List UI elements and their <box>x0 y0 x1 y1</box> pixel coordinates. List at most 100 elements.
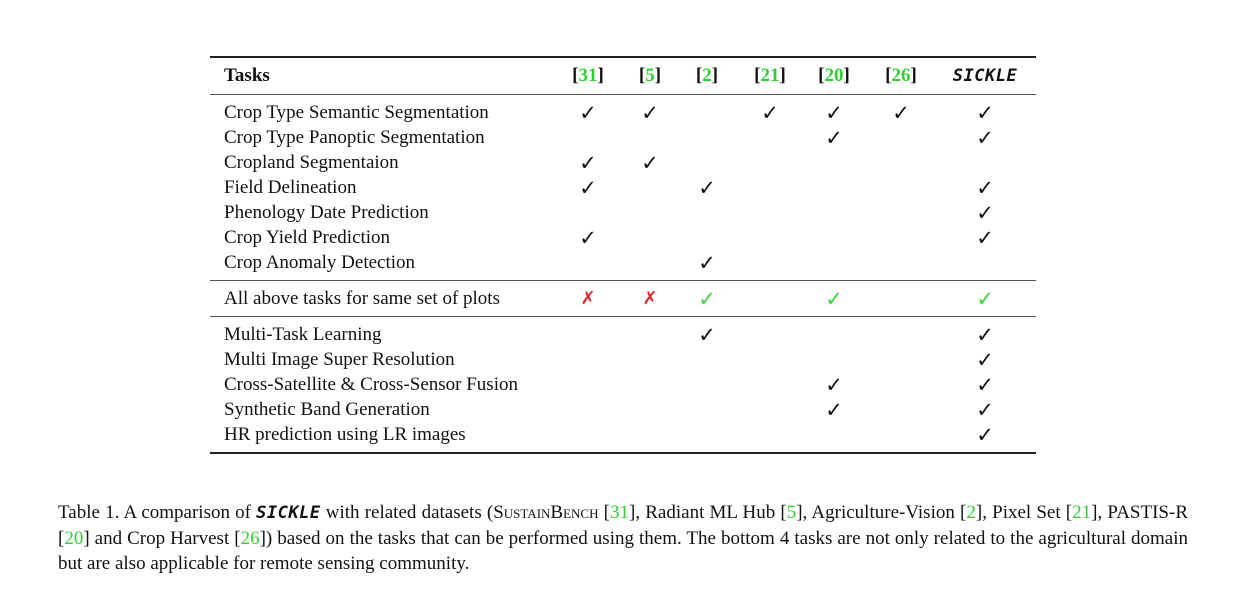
caption-ref-21[interactable]: 21 <box>1072 502 1092 523</box>
bracket-open: [ <box>885 65 892 86</box>
check-icon: ✓ <box>892 100 910 125</box>
bracket-close: ] <box>597 65 604 86</box>
bracket-open: [ <box>818 65 825 86</box>
table-row: Synthetic Band Generation✓✓ <box>210 397 1036 422</box>
check-icon: ✓ <box>579 100 597 125</box>
check-icon: ✓ <box>579 175 597 200</box>
header-sickle: SICKLE <box>935 58 1035 94</box>
table-row: Cropland Segmentaion✓✓ <box>210 150 1036 175</box>
ref-number[interactable]: 26 <box>891 65 911 86</box>
mark-cell: ✓ <box>750 100 790 125</box>
mark-cell: ✓ <box>965 422 1005 447</box>
table-row: Multi Image Super Resolution ✓ <box>210 347 1036 372</box>
mark-cell: ✗ <box>568 286 608 311</box>
caption-ref-20[interactable]: 20 <box>64 528 84 549</box>
table-row: Phenology Date Prediction ✓ <box>210 200 1036 225</box>
comparison-table: Tasks [31][5][2][21][20][26]SICKLE Crop … <box>210 56 1036 454</box>
mark-cell: ✓ <box>965 372 1005 397</box>
check-icon: ✓ <box>976 322 994 347</box>
header-ref-4: [20] <box>804 58 864 94</box>
check-icon: ✓ <box>698 175 716 200</box>
task-name: Multi-Task Learning <box>224 323 382 345</box>
table-row: Crop Type Panoptic Segmentation✓✓ <box>210 125 1036 150</box>
check-icon: ✓ <box>698 322 716 347</box>
mark-cell: ✓ <box>568 175 608 200</box>
ref-number[interactable]: 5 <box>645 65 655 86</box>
cross-icon: ✗ <box>580 288 596 309</box>
bracket-close: ] <box>654 65 662 86</box>
check-icon: ✓ <box>579 150 597 175</box>
table-body: Crop Type Semantic Segmentation✓✓✓✓✓✓Cro… <box>210 95 1036 452</box>
ref-number[interactable]: 2 <box>702 65 712 86</box>
check-icon: ✓ <box>976 422 994 447</box>
mark-cell: ✓ <box>965 200 1005 225</box>
mark-cell: ✓ <box>687 286 727 311</box>
caption-ref-31[interactable]: 31 <box>610 502 629 523</box>
task-name: Crop Type Panoptic Segmentation <box>224 126 485 148</box>
bracket-open: [ <box>754 65 761 86</box>
task-name: Crop Anomaly Detection <box>224 251 416 273</box>
group-rule <box>210 280 1036 281</box>
check-icon: ✓ <box>976 347 994 372</box>
mark-cell: ✓ <box>630 150 670 175</box>
check-icon: ✓ <box>976 200 994 225</box>
task-name: Crop Yield Prediction <box>224 226 391 248</box>
table-row: Cross-Satellite & Cross-Sensor Fusion✓✓ <box>210 372 1036 397</box>
mark-cell: ✓ <box>814 372 854 397</box>
header-rule <box>210 94 1036 95</box>
top-rule <box>210 56 1036 58</box>
caption-ref-2[interactable]: 2 <box>966 502 976 523</box>
mark-cell: ✓ <box>814 100 854 125</box>
check-icon: ✓ <box>825 286 843 311</box>
cross-icon: ✗ <box>642 288 658 309</box>
bracket-close: ] <box>711 65 719 86</box>
header-ref-2: [2] <box>677 58 737 94</box>
caption-text-6: ], Pixel Set [ <box>975 502 1073 523</box>
mark-cell: ✓ <box>687 322 727 347</box>
mark-cell: ✓ <box>965 347 1005 372</box>
mark-cell: ✓ <box>630 100 670 125</box>
mark-cell: ✓ <box>568 225 608 250</box>
check-icon: ✓ <box>976 125 994 150</box>
check-icon: ✓ <box>761 100 779 125</box>
check-icon: ✓ <box>579 225 597 250</box>
check-icon: ✓ <box>698 250 716 275</box>
caption-text-4: ], Radiant ML Hub [ <box>629 502 787 523</box>
bottom-rule <box>210 452 1036 454</box>
check-icon: ✓ <box>698 286 716 311</box>
mark-cell: ✓ <box>814 397 854 422</box>
task-name: Phenology Date Prediction <box>224 201 429 223</box>
mark-cell: ✗ <box>630 286 670 311</box>
mark-cell: ✓ <box>687 175 727 200</box>
bracket-close: ] <box>779 65 786 86</box>
check-icon: ✓ <box>641 150 659 175</box>
header-ref-0: [31] <box>558 58 618 94</box>
bracket-close: ] <box>910 65 917 86</box>
check-icon: ✓ <box>825 397 843 422</box>
task-name: Field Delineation <box>224 176 357 198</box>
caption-text-3: [ <box>598 502 610 523</box>
caption-ref-5[interactable]: 5 <box>786 502 797 523</box>
mark-cell: ✓ <box>965 225 1005 250</box>
table-row: Crop Anomaly Detection ✓ <box>210 250 1036 275</box>
check-icon: ✓ <box>976 372 994 397</box>
check-icon: ✓ <box>825 372 843 397</box>
mark-cell: ✓ <box>965 100 1005 125</box>
ref-number[interactable]: 20 <box>824 65 844 86</box>
mark-cell: ✓ <box>814 286 854 311</box>
task-name: Multi Image Super Resolution <box>224 348 455 370</box>
ref-number[interactable]: 31 <box>578 65 598 86</box>
check-icon: ✓ <box>825 100 843 125</box>
ref-number[interactable]: 21 <box>760 65 780 86</box>
mark-cell: ✓ <box>965 397 1005 422</box>
caption-sickle: SICKLE <box>256 503 321 523</box>
table-row: HR prediction using LR images ✓ <box>210 422 1036 447</box>
caption-text-1: Table 1. A comparison of <box>58 502 257 523</box>
caption-text-2: with related datasets ( <box>320 502 494 523</box>
check-icon: ✓ <box>976 225 994 250</box>
mark-cell: ✓ <box>965 286 1005 311</box>
task-name: HR prediction using LR images <box>224 423 466 445</box>
mark-cell: ✓ <box>568 150 608 175</box>
caption-ref-26[interactable]: 26 <box>240 528 260 549</box>
tasks-header: Tasks <box>224 65 270 86</box>
